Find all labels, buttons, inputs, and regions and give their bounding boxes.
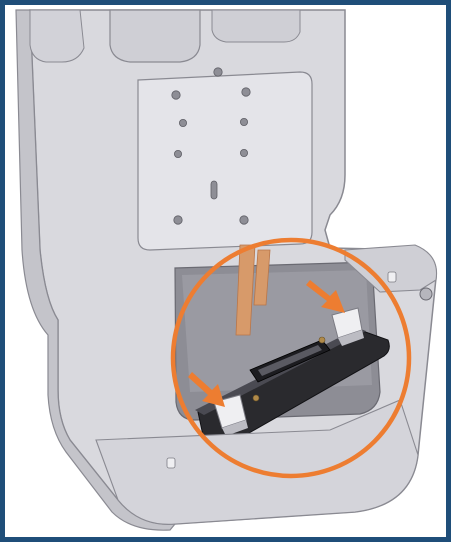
top-clip-left — [29, 9, 85, 63]
mounting-slot — [210, 180, 218, 200]
mounting-screws — [171, 67, 251, 225]
release-strip-right — [253, 249, 271, 306]
arrow-left — [188, 372, 225, 407]
locating-post-right — [331, 307, 364, 346]
dock-connector-pins — [258, 345, 322, 376]
brass-screws — [252, 336, 326, 402]
arrow-right — [306, 280, 345, 313]
callout-circle — [170, 237, 412, 479]
bottom-shelf — [95, 399, 419, 525]
side-latch-knob — [419, 287, 433, 301]
mounting-plate — [137, 71, 313, 251]
shelf-feet — [166, 271, 397, 469]
top-right-tab — [211, 9, 301, 43]
cradle-left-side — [15, 9, 177, 531]
top-clip — [109, 9, 201, 63]
right-side-block — [344, 244, 438, 293]
